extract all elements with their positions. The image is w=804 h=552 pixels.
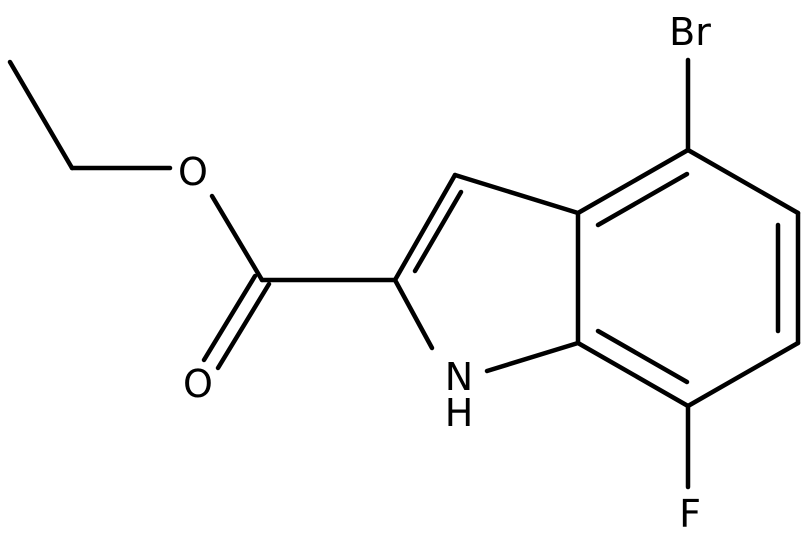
- bond-ester-oxygen-carbonyl-carbon: [209, 193, 265, 283]
- bond-c2-c3-inner: [412, 189, 464, 274]
- bond-methyl-methylene: [7, 59, 75, 171]
- fluorine-label: F: [679, 492, 701, 536]
- ester-oxygen-label: O: [178, 150, 208, 194]
- bond-c3a-c4-outer: [575, 147, 691, 216]
- bond-c7a-nitrogen: [484, 340, 581, 374]
- bond-carbonyl-double-a: [201, 273, 258, 363]
- bromine-label: Br: [669, 10, 711, 54]
- bond-c3-c3a: [452, 172, 581, 216]
- ring-nitrogen-hydrogen-label: H: [445, 391, 474, 435]
- bonds: [7, 57, 801, 490]
- bond-nitrogen-c2: [392, 277, 435, 351]
- bond-c2-c3-outer: [392, 172, 458, 283]
- ring-nitrogen-label: N: [445, 355, 473, 399]
- bond-c3a-c4-inner: [595, 171, 690, 228]
- atom-labels: Br O O N H F: [178, 10, 711, 536]
- carbonyl-oxygen-label: O: [183, 362, 213, 406]
- bond-c7-c7a-inner: [595, 328, 690, 385]
- bond-c7-c7a-outer: [575, 340, 691, 409]
- bond-carbonyl-double-b: [215, 281, 272, 371]
- bond-c6-c7: [685, 340, 801, 409]
- bond-c4-c5: [685, 147, 801, 216]
